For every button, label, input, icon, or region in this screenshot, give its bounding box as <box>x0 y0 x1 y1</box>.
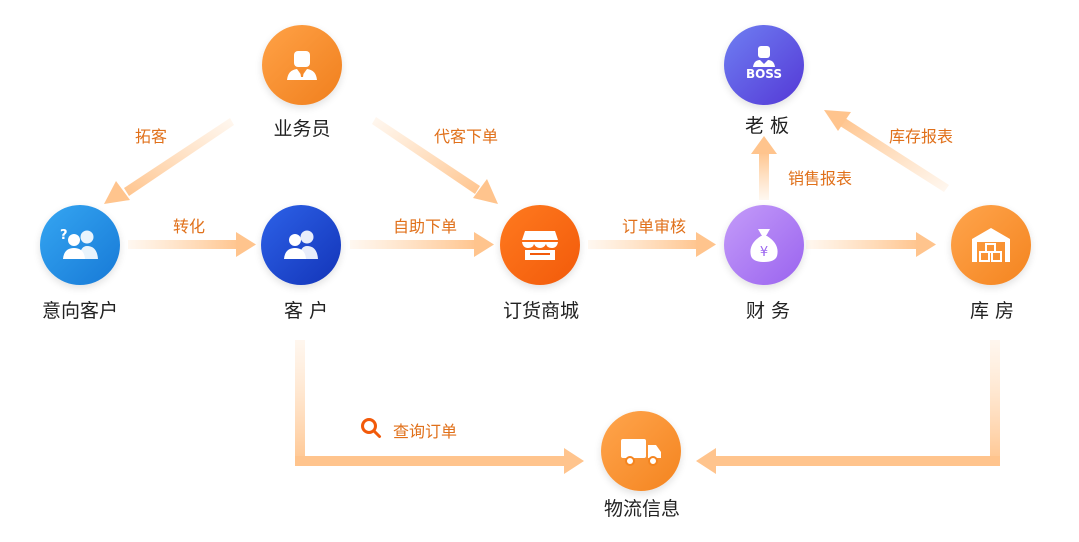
arrow-prospect-to-customer <box>128 232 256 257</box>
arrow-finance-to-boss <box>751 136 777 200</box>
logistics-label: 物流信息 <box>603 498 681 520</box>
prospect-node: ? <box>40 205 120 285</box>
finance-label: 财 务 <box>745 300 791 322</box>
edge-label-sales-report: 销售报表 <box>787 169 853 188</box>
finance-symbol: ¥ <box>760 245 768 260</box>
edge-label-inventory-report: 库存报表 <box>888 127 954 146</box>
users-icon <box>284 230 318 259</box>
users-question-icon: ? <box>60 228 98 259</box>
money-bag-icon: ¥ <box>750 229 778 262</box>
warehouse-icon <box>972 228 1010 262</box>
boss-icon: BOSS <box>746 46 782 81</box>
edge-label-expand: 拓客 <box>134 127 168 146</box>
salesperson-label: 业务员 <box>273 118 331 140</box>
arrow-store-to-finance <box>588 232 716 257</box>
arrow-warehouse-to-logistics <box>696 340 1000 474</box>
boss-node: BOSS <box>724 25 804 105</box>
edge-label-self-order: 自助下单 <box>392 217 458 236</box>
arrow-salesperson-to-prospect <box>104 118 234 204</box>
warehouse-node <box>951 205 1031 285</box>
arrow-customer-to-logistics <box>295 340 584 474</box>
boss-label: 老 板 <box>744 115 790 137</box>
prospect-label: 意向客户 <box>41 300 119 322</box>
store-label: 订货商城 <box>502 300 580 322</box>
svg-text:?: ? <box>60 228 68 243</box>
store-node <box>500 205 580 285</box>
edge-label-order-on-behalf: 代客下单 <box>433 127 499 146</box>
salesperson-node <box>262 25 342 105</box>
customer-label: 客 户 <box>283 300 329 322</box>
arrow-warehouse-to-boss <box>824 110 949 192</box>
shop-icon <box>522 231 558 260</box>
arrow-finance-to-warehouse <box>806 232 936 257</box>
logistics-node <box>601 411 681 491</box>
customer-node <box>261 205 341 285</box>
edge-label-query-order: 查询订单 <box>392 422 458 441</box>
edge-label-order-review: 订单审核 <box>621 217 687 236</box>
arrow-customer-to-store <box>350 232 494 257</box>
boss-badge: BOSS <box>746 67 782 81</box>
search-icon <box>361 418 381 438</box>
warehouse-label: 库 房 <box>969 300 1015 322</box>
edge-label-convert: 转化 <box>172 217 206 236</box>
person-icon <box>287 51 317 80</box>
truck-icon <box>621 439 661 466</box>
finance-node: ¥ <box>724 205 804 285</box>
arrow-salesperson-to-store <box>372 117 498 204</box>
